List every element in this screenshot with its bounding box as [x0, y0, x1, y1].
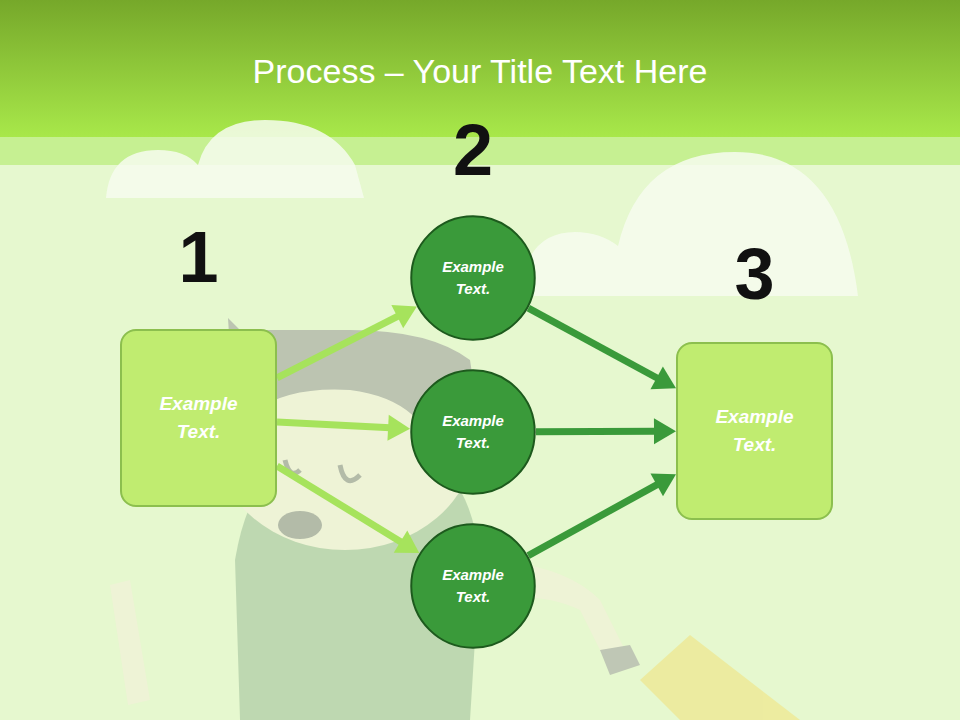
process-box: 3Example Text. [676, 342, 833, 520]
arrow-shaft [536, 428, 656, 435]
step-number: 1 [82, 221, 315, 293]
step-number: 3 [638, 238, 871, 310]
circle-outline [410, 215, 536, 341]
arrow-shaft [277, 466, 402, 543]
flow-arrow [536, 418, 676, 444]
arrow-head [387, 415, 410, 441]
arrow-head [394, 531, 420, 554]
flow-arrow [528, 473, 676, 555]
step-text: Example Text. [433, 256, 513, 301]
step-text: Example Text. [433, 564, 513, 609]
flow-arrow [277, 466, 419, 553]
step-text: Example Text. [144, 390, 254, 447]
process-box: 1Example Text. [120, 329, 277, 507]
circle-outline [410, 369, 536, 495]
process-circle: Example Text. [410, 523, 536, 649]
step-text: Example Text. [433, 410, 513, 455]
arrow-head [391, 305, 417, 328]
arrow-head [650, 473, 676, 496]
arrow-shaft [277, 316, 399, 378]
process-circle: Example Text. [410, 369, 536, 495]
arrow-shaft [528, 484, 658, 556]
step-number: 2 [370, 114, 576, 186]
arrow-head [654, 418, 676, 444]
flow-arrow [528, 308, 676, 389]
process-circle: 2Example Text. [410, 215, 536, 341]
slide-title: Process – Your Title Text Here [0, 52, 960, 91]
arrow-head [650, 366, 676, 389]
arrow-shaft [277, 422, 390, 428]
flow-arrow [277, 305, 417, 378]
circle-outline [410, 523, 536, 649]
arrow-shaft [528, 308, 658, 379]
flow-arrow [277, 415, 410, 441]
step-text: Example Text. [700, 403, 810, 460]
